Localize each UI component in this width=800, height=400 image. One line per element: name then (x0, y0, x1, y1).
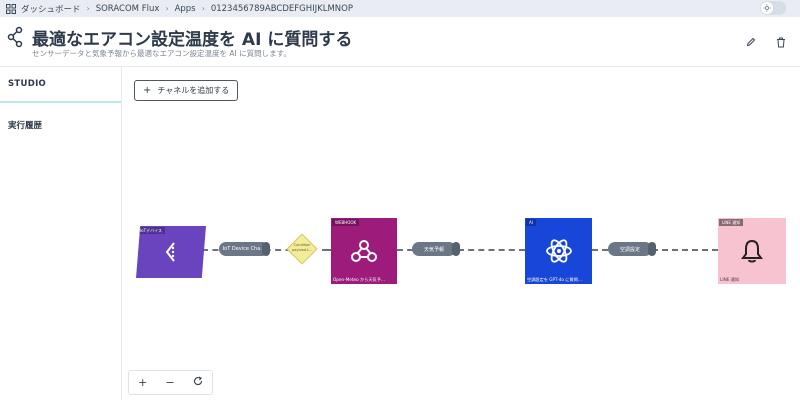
zoom-in-icon[interactable]: + (138, 376, 148, 389)
soracom-device-icon (136, 226, 206, 278)
breadcrumb-dashboard[interactable]: ダッシュボード (21, 4, 81, 15)
node-tag: WEBHOOK (332, 219, 360, 226)
device-channel-pill[interactable]: IoT Device Cha… (219, 242, 269, 256)
chevron-right-icon: › (201, 4, 205, 13)
page-header: 最適なエアコン設定温度を AI に質問する センサーデータと気象予報から最適なエ… (0, 17, 800, 67)
sidebar-item-history[interactable]: 実行履歴 (8, 121, 43, 131)
reset-view-icon[interactable] (193, 376, 203, 389)
condition-label: Condition payload.t… (285, 243, 319, 252)
node-tag: LINE 通知 (719, 219, 744, 226)
node-tag: AI (526, 219, 536, 226)
page-subtitle: センサーデータと気象予報から最適なエアコン設定温度を AI に質問します。 (32, 49, 291, 58)
sidebar-item-studio[interactable]: STUDIO (0, 67, 121, 103)
flow-canvas[interactable]: + チャネルを追加する IoTデバイス IoT Device Cha… Cond… (122, 67, 800, 400)
aircon-channel-pill[interactable]: 空調設定 (608, 242, 652, 256)
line-notify-node[interactable]: LINE 通知 LINE 通知 (718, 218, 786, 284)
trash-icon (777, 37, 785, 47)
channel-end (452, 242, 460, 256)
chevron-right-icon: › (86, 4, 90, 13)
node-caption: LINE 通知 (720, 277, 740, 282)
condition-label-line2: payload.t… (292, 247, 312, 252)
webhook-node[interactable]: WEBHOOK Open-Meteo から天気予… (331, 218, 397, 284)
flow-icon (7, 26, 23, 48)
iot-device-node[interactable]: IoTデバイス (136, 226, 206, 278)
connector-line (397, 249, 525, 251)
zoom-out-icon[interactable]: − (165, 376, 175, 389)
edit-button[interactable] (744, 35, 758, 49)
atom-icon (525, 218, 592, 284)
sidebar: STUDIO 実行履歴 (0, 67, 122, 400)
add-channel-button[interactable]: + チャネルを追加する (134, 80, 239, 101)
add-channel-label: チャネルを追加する (157, 86, 230, 95)
channel-end (648, 242, 656, 256)
breadcrumb-flux[interactable]: SORACOM Flux (95, 3, 160, 14)
channel-end (262, 242, 270, 256)
weather-channel-pill[interactable]: 天気予報 (412, 242, 456, 256)
pencil-icon (746, 37, 756, 47)
plus-icon: + (143, 85, 152, 96)
webhook-icon (331, 218, 397, 284)
chevron-right-icon: › (165, 4, 169, 13)
node-caption: Open-Meteo から天気予… (333, 277, 386, 282)
connector-line (322, 249, 334, 251)
zoom-controls: + − (128, 370, 213, 395)
breadcrumb-apps[interactable]: Apps (174, 3, 196, 14)
condition-label-line1: Condition (293, 243, 311, 247)
breadcrumb: ダッシュボード › SORACOM Flux › Apps › 01234567… (0, 0, 800, 17)
page-title: 最適なエアコン設定温度を AI に質問する (32, 30, 353, 50)
breadcrumb-app-id: 0123456789ABCDEFGHIJKLMNOP (210, 3, 353, 14)
sun-icon (761, 2, 773, 14)
dashboard-grid-icon (6, 3, 16, 14)
theme-toggle[interactable] (760, 1, 786, 15)
ai-node[interactable]: AI 空調設定を GPT-4o に質問… (525, 218, 592, 284)
node-tag: IoTデバイス (137, 227, 165, 234)
delete-button[interactable] (774, 35, 788, 49)
node-caption: 空調設定を GPT-4o に質問… (527, 277, 583, 282)
bell-icon (718, 218, 786, 284)
